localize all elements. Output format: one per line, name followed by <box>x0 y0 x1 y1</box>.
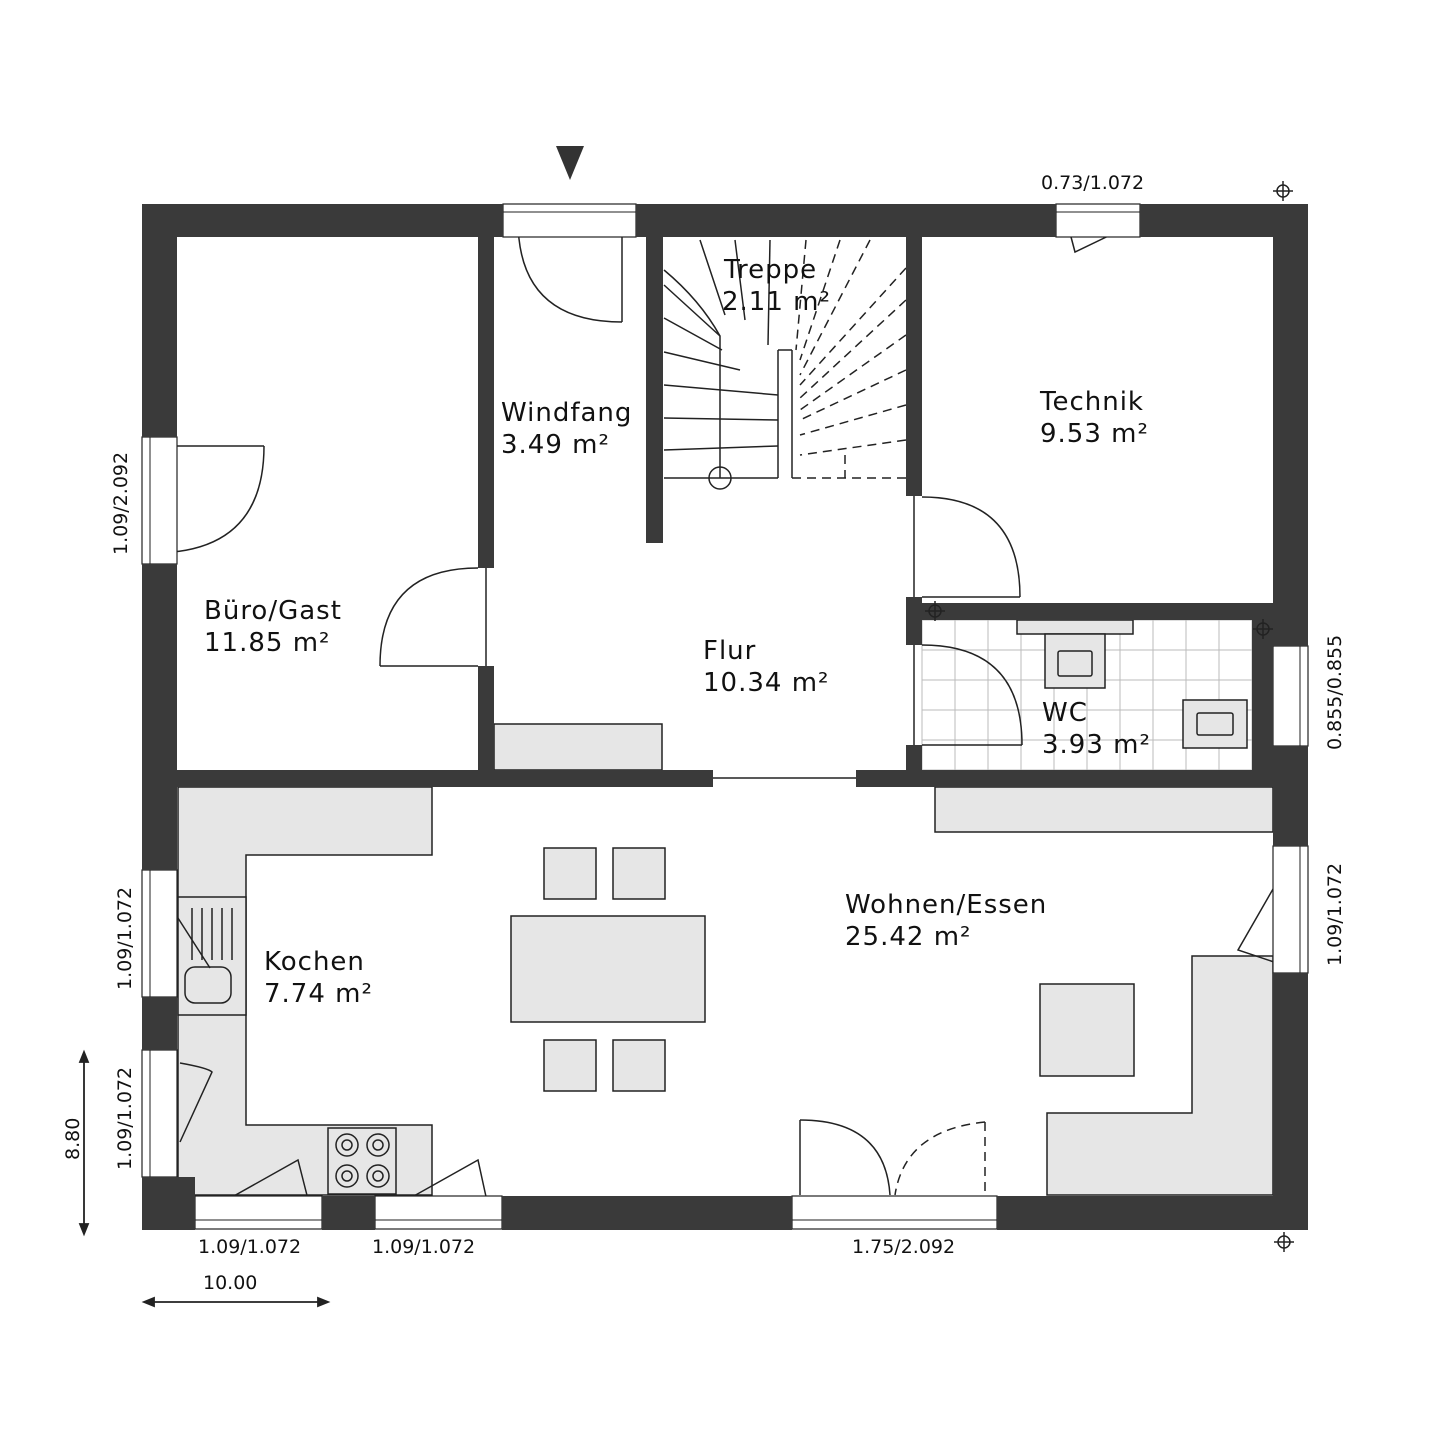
dining-table <box>510 915 706 1023</box>
window-label-bottom-left: 1.09/1.072 <box>198 1236 301 1258</box>
dimension-width: 10.00 <box>203 1272 257 1294</box>
opening-lines <box>485 496 915 779</box>
dining-chair <box>543 847 597 900</box>
dining-chair <box>612 1039 666 1092</box>
window-labels: 0.73/1.072 1.09/2.092 0.855/0.855 1.09/1… <box>62 172 1346 1294</box>
room-labels: Büro/Gast 11.85 m² Windfang 3.49 m² Trep… <box>204 255 1151 1009</box>
dining-chair <box>543 1039 597 1092</box>
sideboard <box>934 786 1274 833</box>
room-area-kochen: 7.74 m² <box>264 979 373 1009</box>
window-label-top-right: 0.73/1.072 <box>1041 172 1144 194</box>
room-area-buero: 11.85 m² <box>204 628 330 658</box>
coffee-table <box>1039 983 1135 1077</box>
entrance-arrow-icon <box>556 146 584 180</box>
room-name-flur: Flur <box>703 636 756 666</box>
room-name-technik: Technik <box>1039 387 1144 417</box>
dining-chair <box>612 847 666 900</box>
window-label-right-lower: 1.09/1.072 <box>1324 863 1346 966</box>
room-name-treppe: Treppe <box>723 255 817 285</box>
window-label-left-lower: 1.09/1.072 <box>114 1067 136 1170</box>
window-label-bottom-door: 1.75/2.092 <box>852 1236 955 1258</box>
room-name-wohnen: Wohnen/Essen <box>845 890 1047 920</box>
room-area-wohnen: 25.42 m² <box>845 922 971 952</box>
room-name-wc: WC <box>1042 698 1088 728</box>
room-name-buero: Büro/Gast <box>204 596 342 626</box>
room-area-treppe: 2.11 m² <box>722 287 831 317</box>
wc-toilet <box>1044 633 1106 689</box>
hall-cabinet <box>493 723 663 771</box>
window-label-right-upper: 0.855/0.855 <box>1324 635 1346 750</box>
room-area-flur: 10.34 m² <box>703 668 829 698</box>
dimension-arrows <box>78 1049 331 1308</box>
window-label-bottom-middle: 1.09/1.072 <box>372 1236 475 1258</box>
windows <box>141 203 1309 1230</box>
window-label-left-middle: 1.09/1.072 <box>114 887 136 990</box>
dimension-height: 8.80 <box>62 1118 84 1160</box>
room-name-kochen: Kochen <box>264 947 365 977</box>
wc-basin <box>1182 699 1248 749</box>
wc-shelf <box>1016 619 1134 635</box>
room-name-windfang: Windfang <box>501 398 632 428</box>
crosshair-marker-icon <box>925 181 1294 1252</box>
room-area-technik: 9.53 m² <box>1040 419 1149 449</box>
room-area-windfang: 3.49 m² <box>501 430 610 460</box>
window-label-left-upper: 1.09/2.092 <box>110 452 132 555</box>
staircase <box>663 239 907 490</box>
walls <box>142 204 1308 1230</box>
kitchen-counter <box>177 786 433 1196</box>
room-area-wc: 3.93 m² <box>1042 730 1151 760</box>
terrace-door-dashed <box>894 1121 986 1196</box>
